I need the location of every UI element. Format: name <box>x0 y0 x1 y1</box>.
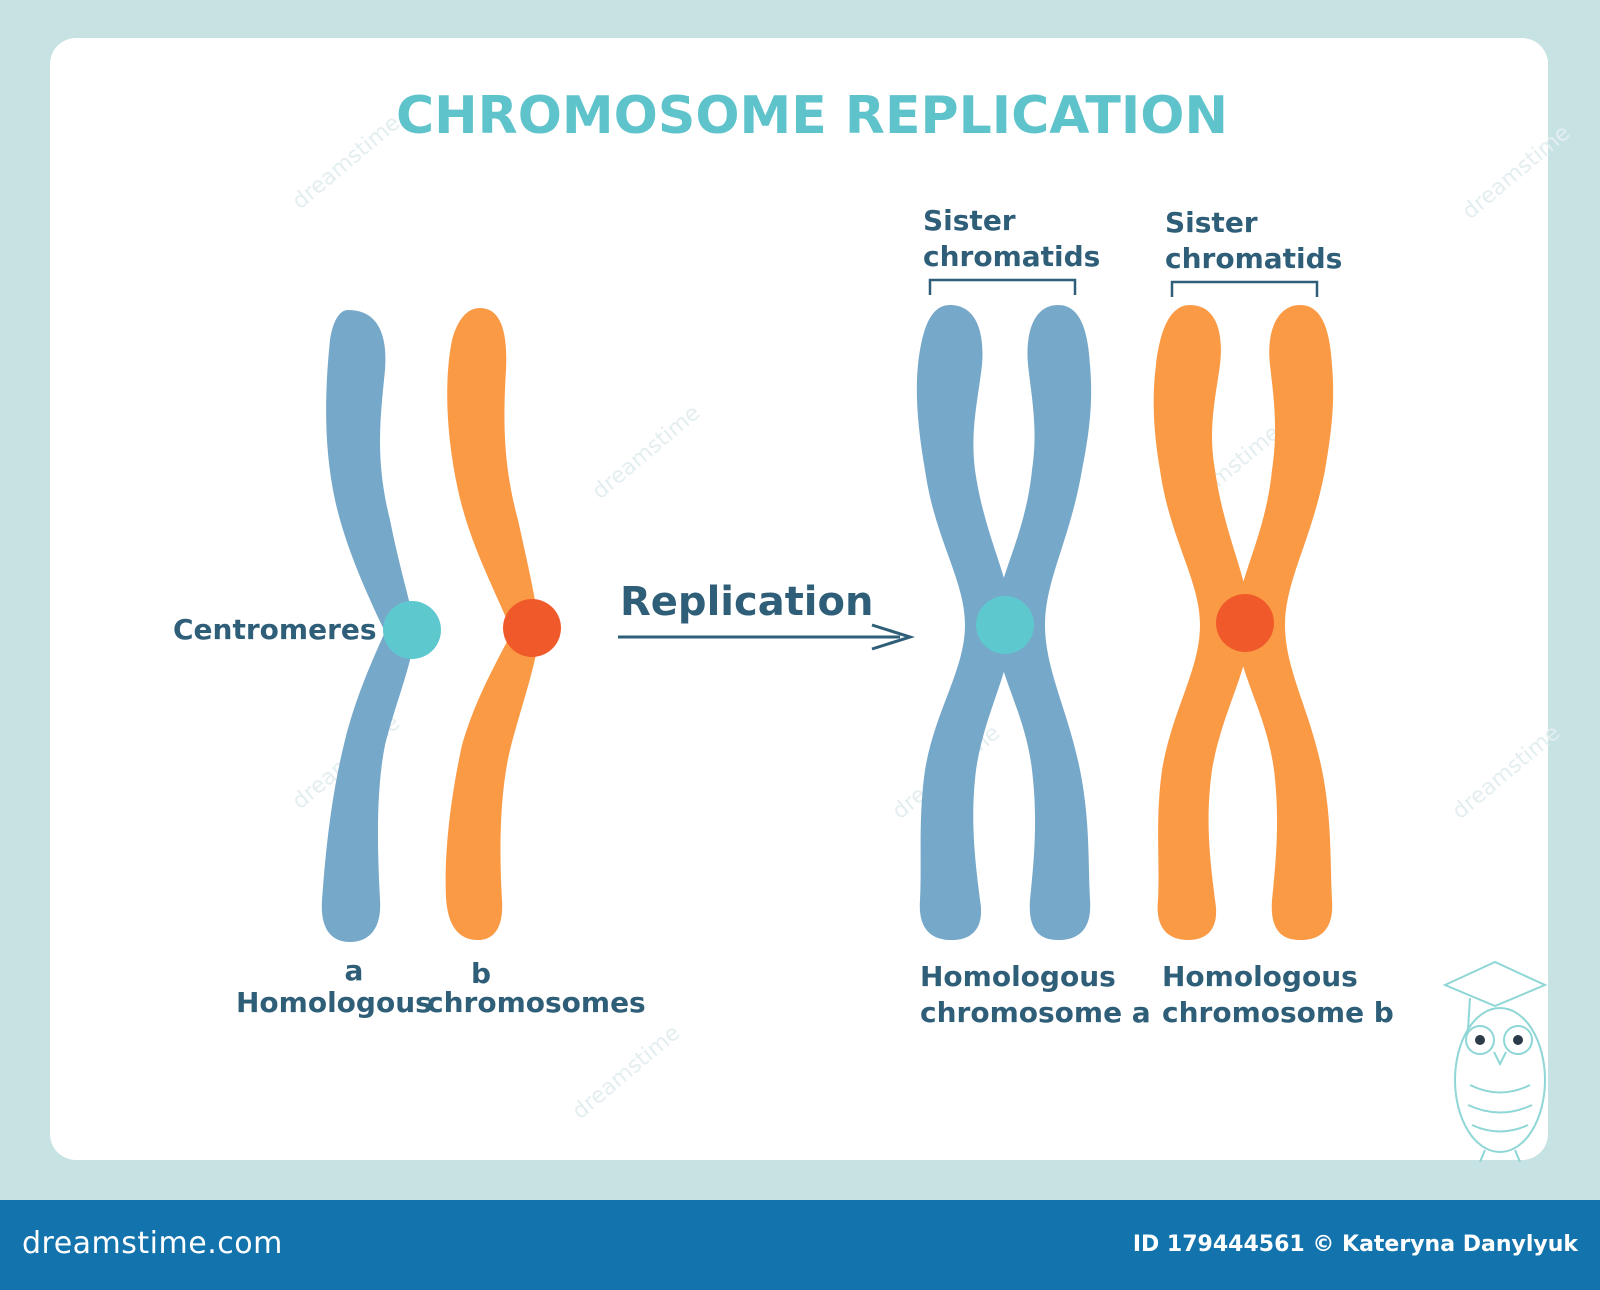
sister-a-line2: chromatids <box>923 240 1100 273</box>
chromosome-b-upper-arm <box>447 308 540 632</box>
replicated-chromosome-b <box>1153 305 1334 940</box>
chromosome-a-unreplicated <box>321 310 441 942</box>
sister-chromatids-b-label: Sister chromatids <box>1165 206 1342 297</box>
centromeres-label: Centromeres <box>173 613 377 646</box>
sister-b-bracket <box>1170 280 1319 297</box>
chromosome-b-lower-arm <box>445 632 540 940</box>
centromere-replicated-a <box>976 596 1034 654</box>
footer-bar: dreamstime.com ID 179444561 © Kateryna D… <box>0 1200 1600 1290</box>
arrow-head <box>871 623 915 651</box>
watermark-7: dreamstime <box>1448 721 1565 825</box>
homolog-a-line1: Homologous <box>920 960 1116 993</box>
homologous-label: Homologous <box>236 986 432 1019</box>
owl-beak <box>1493 1051 1507 1067</box>
chromosome-a-letter: a <box>345 954 364 987</box>
owl-right-eye <box>1503 1025 1533 1055</box>
chromosome-a-upper-arm <box>326 310 416 632</box>
sister-b-line2: chromatids <box>1165 242 1342 275</box>
chromosome-a-lower-arm <box>321 632 416 942</box>
replication-arrow: Replication <box>618 579 915 651</box>
chromosome-b-letter: b <box>471 957 491 990</box>
centromere-b <box>503 599 561 657</box>
watermark-8: dreamstime <box>568 1021 685 1125</box>
sister-chromatid-b2 <box>1236 305 1334 940</box>
sister-chromatid-a2 <box>995 305 1092 940</box>
chromosome-b-unreplicated <box>445 308 561 940</box>
watermark-6: dreamstime <box>1458 121 1575 225</box>
sister-a-bracket <box>928 278 1077 295</box>
page-title: CHROMOSOME REPLICATION <box>396 86 1228 146</box>
replicated-chromosome-a <box>916 305 1092 940</box>
owl-feathers <box>1467 1084 1533 1133</box>
sister-chromatid-b1 <box>1153 305 1250 940</box>
footer-logo[interactable]: dreamstime.com <box>22 1226 283 1261</box>
diagram-card <box>50 38 1548 1160</box>
sister-chromatid-a1 <box>916 305 1012 940</box>
sister-chromatids-a-label: Sister chromatids <box>923 204 1100 295</box>
replication-label: Replication <box>620 579 873 625</box>
chromosomes-label: chromosomes <box>427 986 646 1019</box>
watermark-1: dreamstime <box>288 111 405 215</box>
owl-cap <box>1442 960 1548 1008</box>
owl-body <box>1454 1007 1546 1153</box>
homolog-a-line2: chromosome a <box>920 996 1151 1029</box>
owl-tassel <box>1467 997 1471 1031</box>
owl-left-eye <box>1465 1025 1495 1055</box>
homolog-b-line2: chromosome b <box>1162 996 1394 1029</box>
sister-a-line1: Sister <box>923 204 1016 237</box>
owl-right-pupil <box>1513 1035 1523 1045</box>
homolog-b-line1: Homologous <box>1162 960 1358 993</box>
centromere-a <box>383 601 441 659</box>
owl-mascot <box>1442 960 1548 1163</box>
owl-left-pupil <box>1475 1035 1485 1045</box>
watermark-3: dreamstime <box>588 401 705 505</box>
footer-credit: ID 179444561 © Kateryna Danylyuk <box>1132 1232 1578 1257</box>
owl-feet <box>1479 1149 1521 1163</box>
centromere-replicated-b <box>1216 594 1274 652</box>
sister-b-line1: Sister <box>1165 206 1258 239</box>
